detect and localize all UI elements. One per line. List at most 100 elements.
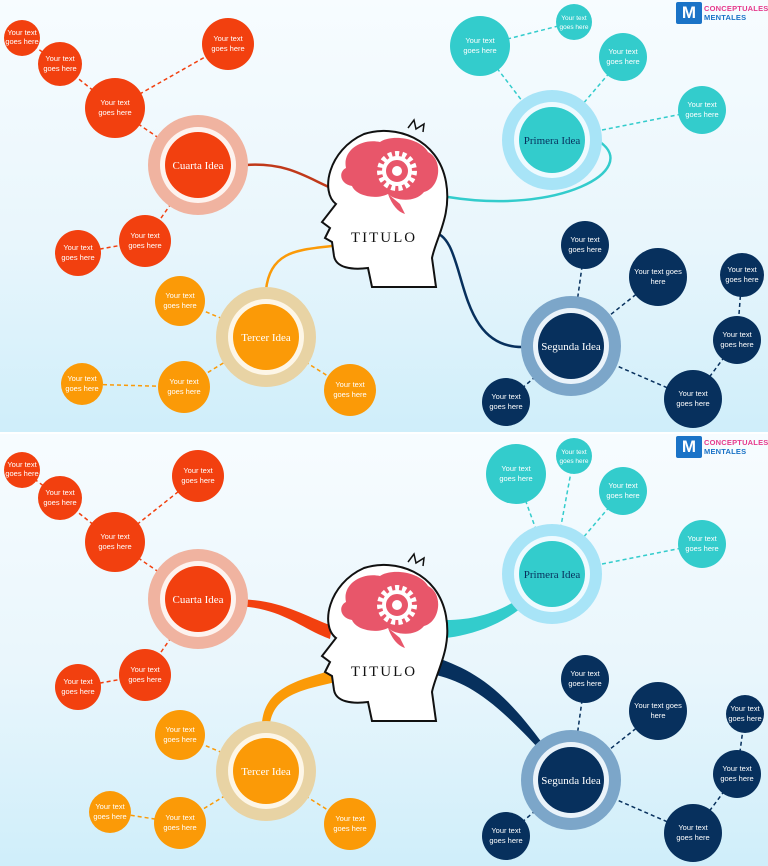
head-illustration: TITULO [320, 552, 449, 722]
svg-text:goes here: goes here [128, 675, 161, 684]
svg-text:Your text: Your text [7, 28, 37, 37]
bubble-red-1: Your text goes here [4, 20, 40, 56]
svg-text:goes here: goes here [128, 241, 161, 250]
idea-hub-cuarta: Cuarta Idea [148, 549, 248, 649]
idea-hub-segunda: Segunda Idea [521, 730, 621, 830]
svg-text:goes here: goes here [728, 714, 761, 723]
svg-text:goes here: goes here [98, 542, 131, 551]
bubble-navy-2: Your text goes here [629, 682, 687, 740]
svg-text:Your text: Your text [67, 374, 97, 383]
svg-text:Your text: Your text [63, 243, 93, 252]
svg-text:Your text: Your text [687, 100, 717, 109]
svg-text:goes here: goes here [333, 390, 366, 399]
bubble-red-2: Your text goes here [38, 476, 82, 520]
map-title: TITULO [351, 230, 417, 246]
idea-hub-segunda: Segunda Idea [521, 296, 621, 396]
svg-text:goes here: goes here [685, 544, 718, 553]
bubble-teal-1: Your text goes here [450, 16, 510, 76]
svg-text:Your text: Your text [501, 464, 531, 473]
svg-text:Your text: Your text [335, 380, 365, 389]
svg-text:Your text: Your text [165, 291, 195, 300]
idea-hub-tercer: Tercer Idea [216, 287, 316, 387]
idea-label-tercer: Tercer Idea [241, 332, 291, 344]
bubble-teal-4: Your text goes here [678, 520, 726, 568]
bubble-orange-2: Your text goes here [89, 791, 131, 833]
bubble-navy-5: Your text goes here [664, 370, 722, 428]
svg-text:goes here: goes here [676, 833, 709, 842]
idea-label-tercer: Tercer Idea [241, 766, 291, 778]
svg-text:Your text: Your text [570, 669, 600, 678]
svg-text:goes here: goes here [720, 774, 753, 783]
svg-text:Your text: Your text [722, 330, 752, 339]
mind-map-panel-top: Cuarta Idea Tercer Idea Primera Idea Seg… [0, 0, 768, 432]
bubble-orange-4: Your text goes here [324, 364, 376, 416]
svg-text:Your text: Your text [491, 826, 521, 835]
svg-text:Your text goes: Your text goes [634, 701, 682, 710]
bubble-orange-3: Your text goes here [154, 797, 206, 849]
svg-text:Your text: Your text [45, 54, 75, 63]
svg-text:goes here: goes here [61, 687, 94, 696]
svg-text:goes here: goes here [560, 458, 589, 465]
bubble-orange-1: Your text goes here [155, 710, 205, 760]
bubble-teal-1: Your text goes here [486, 444, 546, 504]
idea-label-segunda: Segunda Idea [541, 775, 601, 787]
svg-text:goes here: goes here [568, 245, 601, 254]
bubble-navy-1: Your text goes here [561, 221, 609, 269]
svg-text:goes here: goes here [43, 64, 76, 73]
svg-text:Your text: Your text [727, 265, 757, 274]
svg-text:Your text: Your text [7, 460, 37, 469]
bubble-navy-6: Your text goes here [482, 812, 530, 860]
svg-text:goes here: goes here [676, 399, 709, 408]
svg-text:goes here: goes here [167, 387, 200, 396]
bubble-teal-3: Your text goes here [599, 33, 647, 81]
bubble-red-2: Your text goes here [38, 42, 82, 86]
head-illustration: TITULO [320, 118, 449, 288]
bubble-red-5: Your text goes here [119, 215, 171, 267]
svg-text:goes here: goes here [606, 491, 639, 500]
logo-line-1: CONCEPTUALES [704, 4, 768, 13]
brand-logo: M CONCEPTUALES MENTALES [676, 436, 768, 458]
gear-icon [377, 585, 417, 625]
svg-text:goes here: goes here [5, 37, 38, 46]
svg-text:Your text: Your text [491, 392, 521, 401]
svg-text:goes here: goes here [499, 474, 532, 483]
idea-label-segunda: Segunda Idea [541, 341, 601, 353]
svg-text:Your text: Your text [95, 802, 125, 811]
svg-text:here: here [650, 277, 665, 286]
svg-text:Your text: Your text [100, 98, 130, 107]
brain-icon [341, 571, 439, 648]
svg-text:goes here: goes here [489, 402, 522, 411]
idea-label-primera: Primera Idea [524, 569, 581, 581]
svg-text:goes here: goes here [333, 824, 366, 833]
bubble-orange-1: Your text goes here [155, 276, 205, 326]
svg-text:Your text: Your text [335, 814, 365, 823]
svg-text:goes here: goes here [568, 679, 601, 688]
bubble-navy-2: Your text goes here [629, 248, 687, 306]
svg-text:Your text: Your text [678, 389, 708, 398]
idea-label-primera: Primera Idea [524, 135, 581, 147]
svg-text:Your text: Your text [183, 466, 213, 475]
idea-label-cuarta: Cuarta Idea [173, 594, 224, 606]
svg-text:Your text: Your text [45, 488, 75, 497]
logo-line-1: CONCEPTUALES [704, 438, 768, 447]
svg-text:goes here: goes here [463, 46, 496, 55]
logo-line-2: MENTALES [704, 13, 747, 22]
svg-text:goes here: goes here [685, 110, 718, 119]
svg-text:Your text: Your text [570, 235, 600, 244]
svg-text:Your text: Your text [561, 15, 587, 22]
mind-map-diagram-variant: Cuarta Idea Tercer Idea Primera Idea Seg… [4, 438, 764, 862]
bubble-navy-4: Your text goes here [713, 750, 761, 798]
bubble-red-6: Your text goes here [55, 230, 101, 276]
svg-text:goes here: goes here [720, 340, 753, 349]
svg-text:Your text: Your text [722, 764, 752, 773]
bubble-orange-4: Your text goes here [324, 798, 376, 850]
svg-text:Your text: Your text [165, 725, 195, 734]
bubble-teal-2: Your text goes here [556, 438, 592, 474]
gear-icon [377, 151, 417, 191]
svg-text:Your text: Your text [169, 377, 199, 386]
svg-text:Your text: Your text [608, 47, 638, 56]
bubble-red-1: Your text goes here [4, 452, 40, 488]
idea-hub-tercer: Tercer Idea [216, 721, 316, 821]
bubble-navy-6: Your text goes here [482, 378, 530, 426]
svg-text:goes here: goes here [606, 57, 639, 66]
